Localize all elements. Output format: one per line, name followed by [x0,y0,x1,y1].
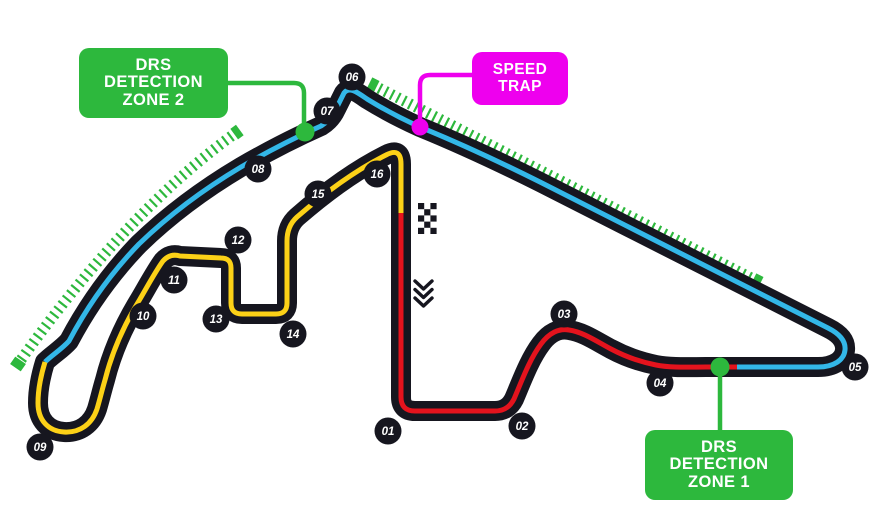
drs-detection-zone-2-point-dot [295,122,315,142]
svg-text:06: 06 [346,72,359,84]
direction-chevrons-icon [413,279,434,308]
svg-text:08: 08 [252,164,265,176]
track-outline [28,79,856,443]
label-line: TRAP [498,77,542,95]
corner-marker-08: 08 [244,155,272,183]
label-line: DRS [135,55,172,74]
corner-marker-07: 07 [313,97,341,125]
corner-marker-04: 04 [646,369,674,397]
svg-text:01: 01 [382,426,395,438]
label-line: ZONE 2 [122,90,185,109]
svg-text:07: 07 [321,106,334,118]
corner-marker-15: 15 [304,180,332,208]
label-line: DETECTION [669,455,769,474]
drs-zone-2-hatch [10,124,244,372]
svg-text:11: 11 [168,275,180,287]
corner-marker-11: 11 [160,266,188,294]
corner-marker-01: 01 [374,417,402,445]
sector-1-line [398,213,740,414]
label-line: DETECTION [104,73,203,92]
drs-detection-zone-1-label: DRS DETECTION ZONE 1 [645,430,793,500]
corner-marker-13: 13 [202,305,230,333]
svg-text:03: 03 [558,309,571,321]
sector-2-line [43,87,848,370]
speed-trap-connector [417,72,472,127]
sector-3-line [35,150,404,435]
svg-text:09: 09 [34,442,47,454]
corner-marker-03: 03 [550,300,578,328]
svg-text:13: 13 [210,314,223,326]
checkered-flag-icon [418,203,437,234]
svg-text:16: 16 [371,169,384,181]
corner-marker-12: 12 [224,226,252,254]
corner-marker-06: 06 [338,63,366,91]
drs-zone-1-hatch [366,77,764,289]
corner-marker-10: 10 [129,302,157,330]
drs-zone-2-connector [228,80,307,132]
drs-detection-zone-1-point-dot [710,357,730,377]
svg-text:05: 05 [849,362,862,374]
corner-marker-02: 02 [508,412,536,440]
label-line: DRS [700,437,738,456]
speed-trap-label: SPEED TRAP [472,52,568,105]
speed-trap-point-dot [411,118,429,136]
drs-detection-zone-2-label: DRS DETECTION ZONE 2 [79,48,228,118]
corner-marker-09: 09 [26,433,54,461]
svg-text:10: 10 [137,311,150,323]
svg-text:15: 15 [312,189,325,201]
corner-marker-05: 05 [841,353,869,381]
label-line: SPEED [492,61,548,79]
svg-text:12: 12 [232,235,245,247]
corner-marker-16: 16 [363,160,391,188]
anchor-dots [295,118,730,377]
corner-marker-14: 14 [279,320,307,348]
svg-text:14: 14 [287,329,300,341]
svg-text:02: 02 [516,421,529,433]
label-line: ZONE 1 [688,472,750,491]
svg-text:04: 04 [654,378,667,390]
corner-markers: 01 02 03 04 05 06 07 08 09 10 11 12 13 14 15 16 [26,63,869,461]
